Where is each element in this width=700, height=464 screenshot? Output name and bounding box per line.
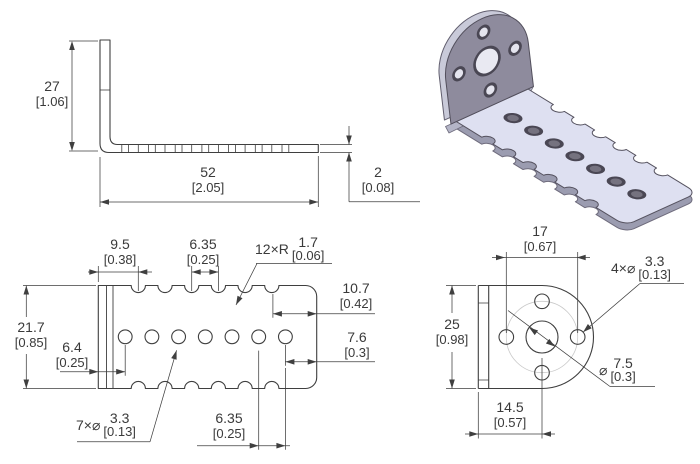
dim-mm: 9.5 [110, 236, 130, 252]
dim-in: [0.13] [638, 267, 671, 282]
dim-in: [0.08] [361, 180, 395, 195]
dim-mm: 6.35 [189, 236, 217, 252]
dim-top-notch-radius: 12×R 1.7 [0.06] [255, 235, 324, 263]
dim-side-length: 52 [2.05] [192, 164, 225, 196]
top-view-holes [117, 329, 293, 345]
dim-prefix: 7×⌀ [76, 416, 101, 433]
dim-mm: 10.7 [342, 280, 370, 296]
dim-prefix: 12×R [255, 241, 289, 257]
dim-in: [0.25] [186, 252, 220, 267]
dim-top-notch-pitch: 6.35 [0.25] [187, 236, 220, 268]
dim-in: [0.42] [339, 296, 373, 311]
dim-top-edge-to-first-hole: 6.4 [0.25] [56, 339, 89, 371]
dim-prefix: 4×⌀ [611, 259, 636, 276]
front-view-holes [498, 293, 586, 381]
dim-in: [0.25] [55, 355, 89, 370]
dim-top-end-to-last-hole: 7.6 [0.3] [344, 329, 369, 361]
plate-holes [503, 112, 647, 200]
plate-top-face [456, 89, 697, 226]
dim-in: [0.98] [435, 332, 469, 347]
dim-front-height: 25 [0.98] [436, 316, 469, 348]
dim-mm: 25 [444, 316, 460, 332]
dim-front-mount-holes: 4×⌀ 3.3 [0.13] [611, 254, 671, 282]
dim-in: [0.67] [523, 239, 557, 254]
dim-in: [0.3] [344, 345, 370, 360]
dim-in: [0.06] [291, 248, 325, 263]
dim-in: [0.25] [212, 426, 246, 441]
dim-side-thickness: 2 [0.08] [362, 164, 395, 196]
dim-top-width: 21.7 [0.85] [15, 319, 48, 351]
dim-mm: 21.7 [17, 319, 45, 335]
dim-mm: 7.5 [613, 355, 633, 371]
dim-front-mount-span: 17 [0.67] [524, 223, 557, 255]
dimension-arrowheads [23, 41, 592, 449]
dim-in: [2.05] [191, 180, 225, 195]
flange-holes [452, 24, 522, 98]
dim-in: [0.13] [103, 424, 136, 439]
dim-mm: 17 [532, 223, 548, 239]
dim-top-edge-to-first-notch: 9.5 [0.38] [104, 236, 137, 268]
dim-side-height: 27 [1.06] [36, 78, 69, 110]
dim-front-center-hole: ⌀ 7.5 [0.3] [599, 356, 636, 384]
dim-mm: 2 [374, 164, 382, 180]
side-view-ticks [121, 144, 290, 153]
dim-mm: 52 [200, 164, 216, 180]
dim-in: [0.57] [493, 415, 527, 430]
dim-top-holes: 7×⌀ 3.3 [0.13] [76, 411, 136, 439]
dim-mm: 3.3 [644, 253, 665, 269]
dim-mm: 1.7 [298, 234, 318, 250]
dim-mm: 6.4 [62, 339, 82, 355]
dim-in: [0.85] [14, 335, 48, 350]
top-view-dimension-lines [23, 263, 375, 450]
front-view-dimension-lines [446, 252, 684, 439]
dim-in: [0.3] [610, 369, 636, 384]
dim-in: [0.38] [103, 252, 137, 267]
dim-in: [1.06] [35, 94, 69, 109]
dim-mm: 27 [44, 78, 60, 94]
isometric-render [434, 0, 697, 233]
dim-mm: 14.5 [496, 399, 524, 415]
side-view-outline [99, 39, 319, 154]
dim-mm: 3.3 [109, 410, 130, 426]
side-view-dimension-lines [69, 40, 420, 207]
dim-top-hole-pitch: 6.35 [0.25] [213, 410, 246, 442]
flange-face [441, 0, 534, 124]
dim-mm: 6.35 [215, 410, 243, 426]
dim-top-end-to-last-notch: 10.7 [0.42] [340, 280, 373, 312]
top-view-outline [97, 284, 318, 390]
dim-front-edge-to-center: 14.5 [0.57] [494, 399, 527, 431]
front-view-outline [477, 284, 595, 390]
dim-prefix: ⌀ [599, 361, 608, 378]
dim-mm: 7.6 [347, 329, 367, 345]
